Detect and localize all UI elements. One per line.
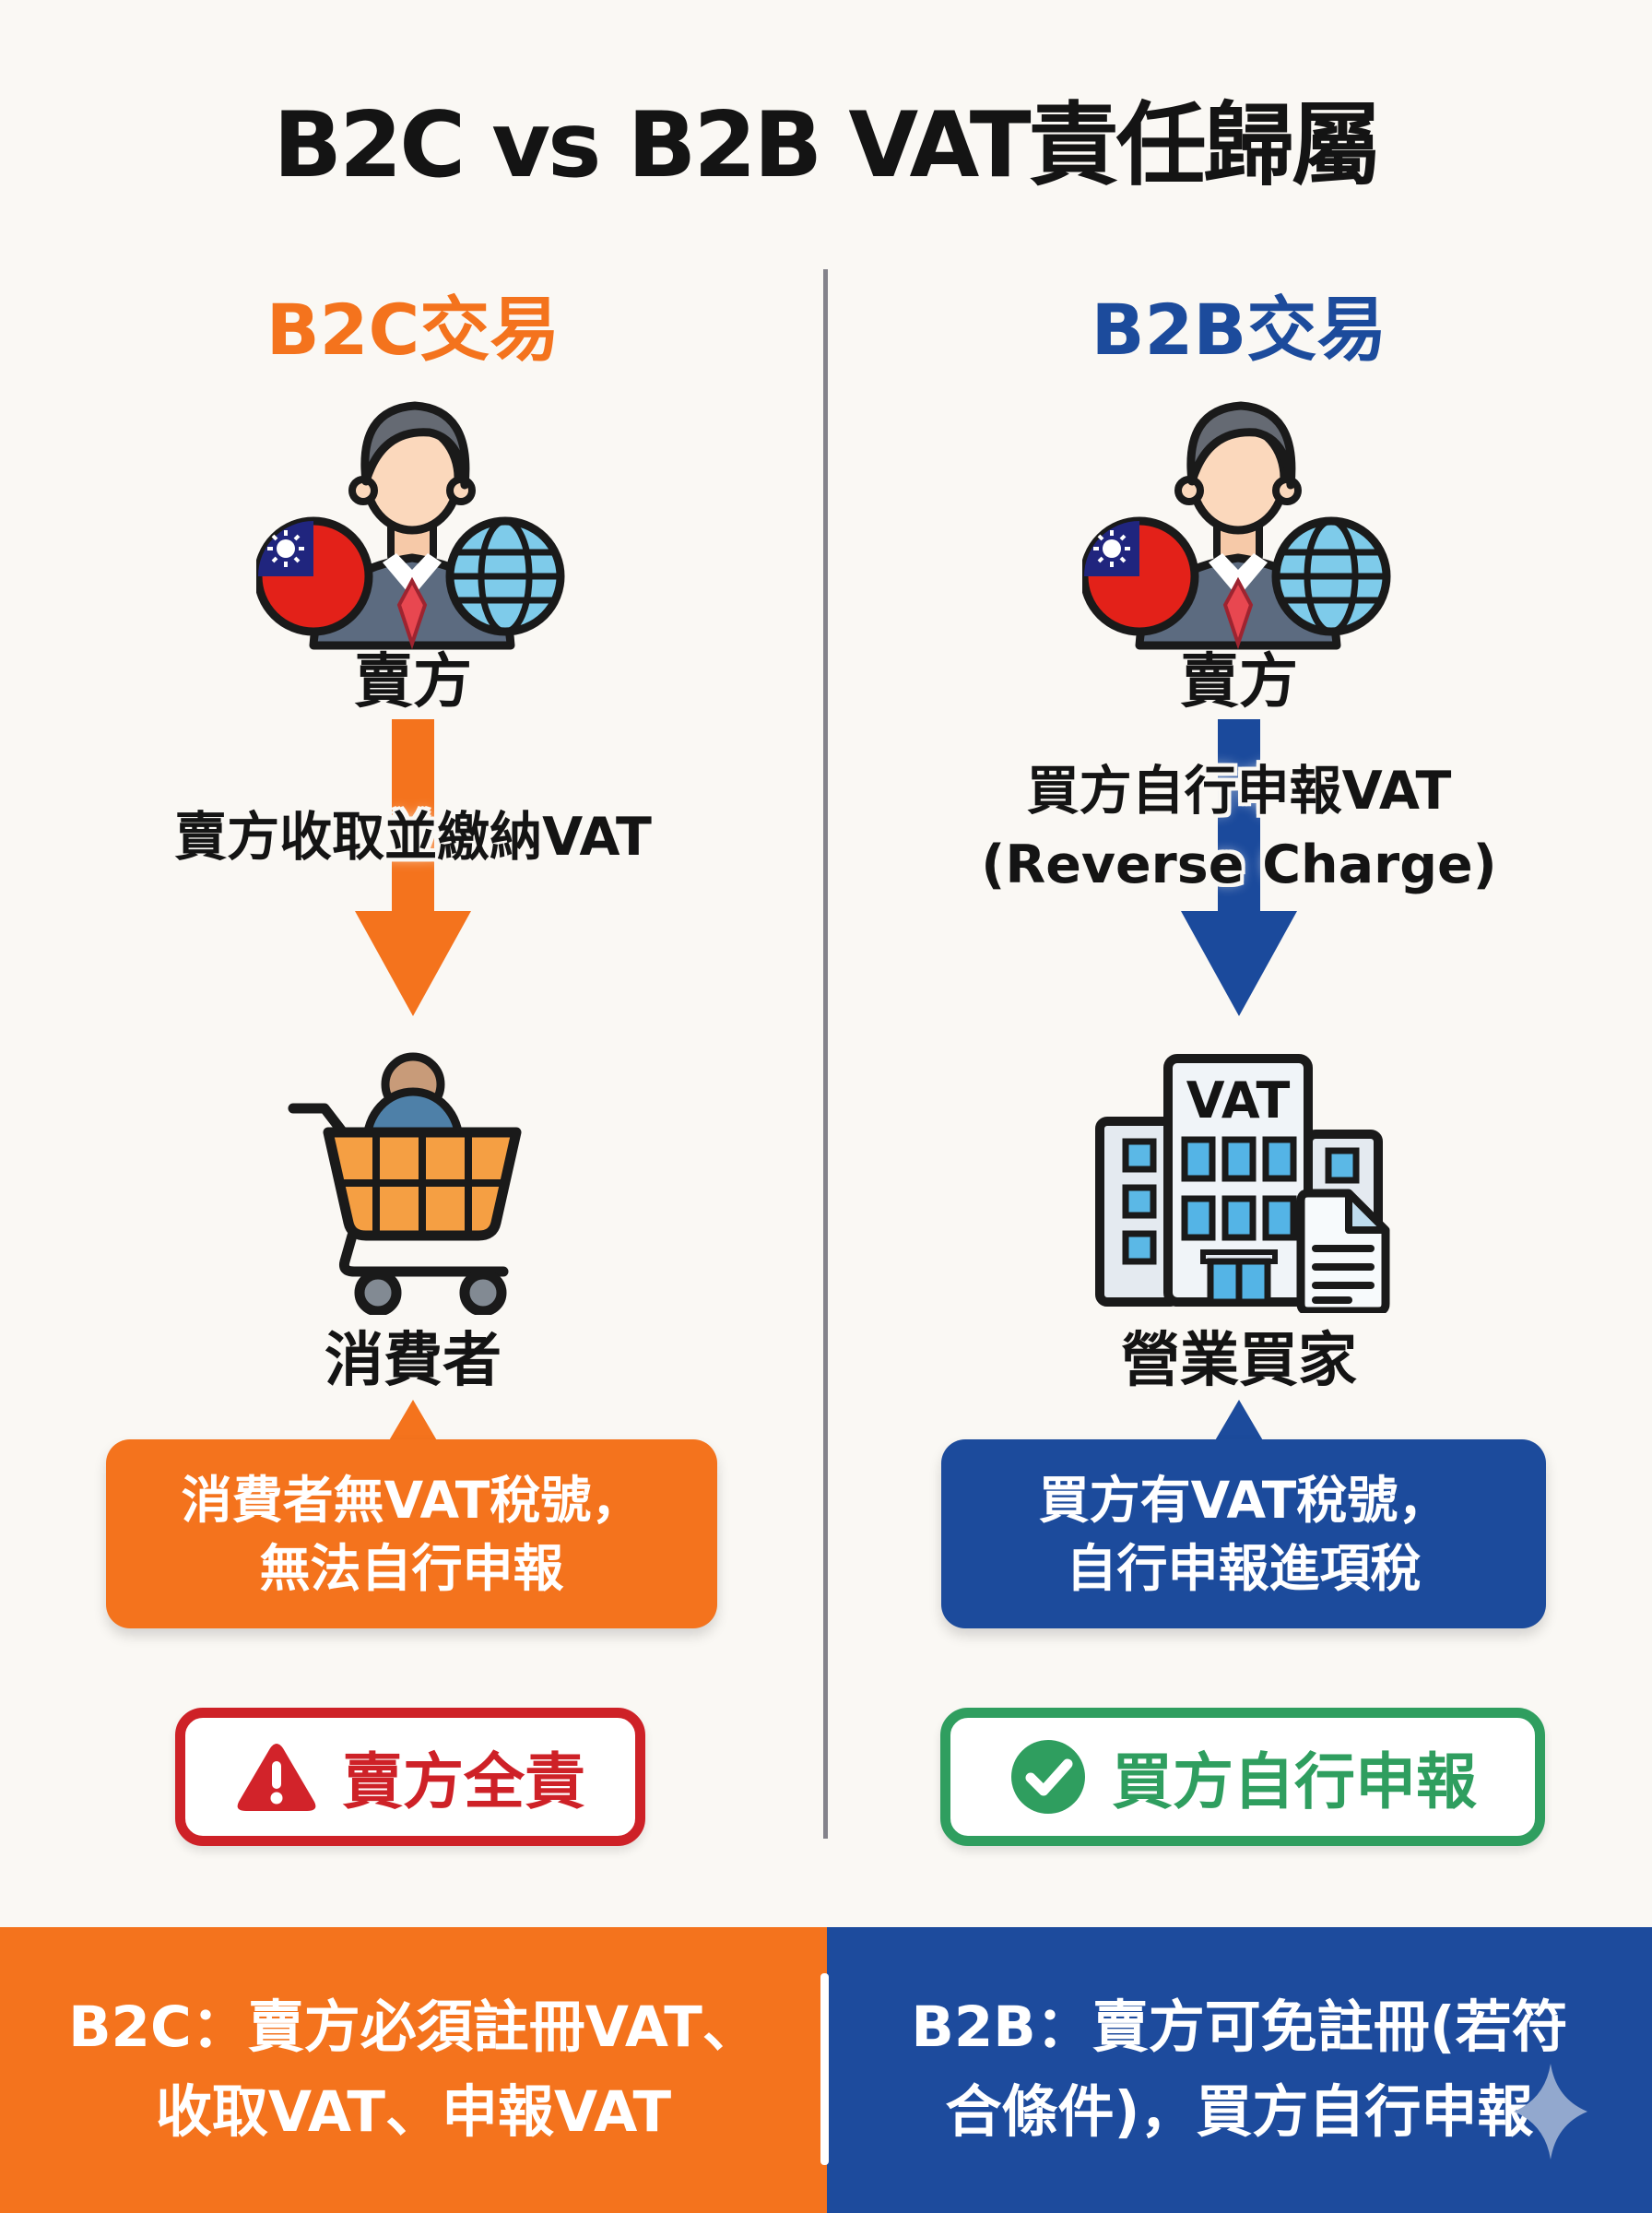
- b2c-arrow-caption: 賣方收取並繳納VAT: [174, 807, 652, 868]
- b2c-callout-pointer: [388, 1400, 438, 1442]
- sparkle-icon: [1514, 2064, 1587, 2160]
- b2b-arrow-caption: 買方自行申報VAT (Reverse Charge): [697, 754, 1652, 902]
- seller-icon: [256, 401, 565, 650]
- b2c-callout-line1: 消費者無VAT稅號，: [181, 1470, 643, 1530]
- taiwan-flag-icon: [1082, 516, 1199, 636]
- b2b-column-header: B2B交易: [1091, 289, 1387, 371]
- b2c-down-arrow-icon: [355, 719, 471, 1016]
- seller-icon: [1082, 401, 1391, 650]
- b2b-footer-line2: 合條件)，買方自行申報: [945, 2079, 1534, 2145]
- b2c-badge-label: 賣方全責: [342, 1746, 585, 1817]
- b2c-column: B2C交易: [106, 289, 717, 1846]
- b2c-footer-banner: B2C：賣方必須註冊VAT、 收取VAT、申報VAT: [0, 1927, 827, 2213]
- document-icon: [1296, 1189, 1390, 1313]
- page-title: B2C vs B2B VAT責任歸屬: [273, 93, 1381, 198]
- b2c-buyer-label: 消費者: [324, 1327, 502, 1395]
- b2b-badge-label: 買方自行申報: [1112, 1746, 1477, 1817]
- footer-divider-bar: [820, 1973, 829, 2165]
- check-icon: [1011, 1740, 1085, 1814]
- b2b-down-arrow-icon: [1181, 719, 1297, 1016]
- b2c-callout-line2: 無法自行申報: [259, 1538, 564, 1598]
- consumer-cart-icon: [288, 1052, 522, 1315]
- b2b-buyer-label: 營業買家: [1121, 1327, 1357, 1395]
- b2c-responsibility-badge: 賣方全責: [175, 1708, 645, 1846]
- business-building-icon: VAT: [1095, 1054, 1390, 1313]
- b2b-responsibility-badge: 買方自行申報: [940, 1708, 1545, 1846]
- b2b-arrow-caption-line2: (Reverse Charge): [981, 834, 1497, 895]
- b2b-callout-line2: 自行申報進項稅: [1066, 1538, 1422, 1598]
- warning-icon: [237, 1744, 316, 1811]
- globe-icon: [1271, 516, 1391, 636]
- person-icon: [309, 401, 515, 650]
- taiwan-flag-icon: [256, 516, 373, 636]
- b2b-callout: 買方有VAT稅號， 自行申報進項稅: [941, 1439, 1546, 1628]
- column-divider: [823, 269, 828, 1839]
- b2b-callout-pointer: [1214, 1400, 1264, 1442]
- b2b-arrow-caption-line1: 買方自行申報VAT: [1026, 761, 1452, 822]
- b2b-seller-label: 賣方: [1180, 648, 1298, 716]
- building-vat-sign: VAT: [1186, 1071, 1291, 1130]
- b2c-callout: 消費者無VAT稅號， 無法自行申報: [106, 1439, 717, 1628]
- b2c-footer-line2: 收取VAT、申報VAT: [155, 2079, 672, 2145]
- b2b-footer-line1: B2B：賣方可免註冊(若符: [911, 1994, 1568, 2060]
- globe-icon: [445, 516, 565, 636]
- b2b-footer-banner: B2B：賣方可免註冊(若符 合條件)，買方自行申報: [827, 1927, 1652, 2213]
- b2c-seller-label: 賣方: [354, 648, 472, 716]
- b2b-callout-line1: 買方有VAT稅號，: [1038, 1470, 1449, 1530]
- b2b-column: B2B交易: [826, 0, 1652, 2213]
- b2c-footer-line1: B2C：賣方必須註冊VAT、: [68, 1994, 759, 2060]
- b2c-column-header: B2C交易: [266, 289, 560, 371]
